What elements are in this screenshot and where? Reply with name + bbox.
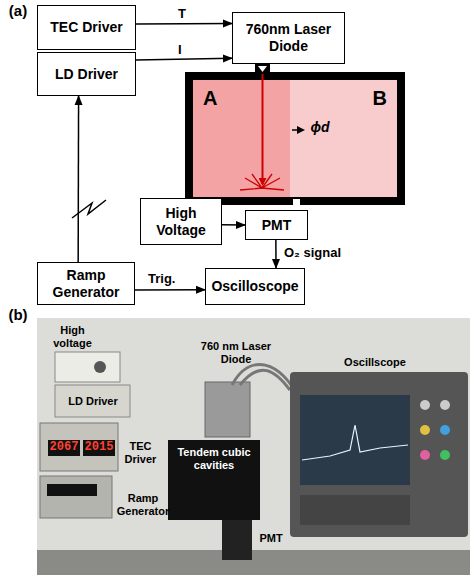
- pmt-aperture: [293, 199, 300, 207]
- signal-arrow: [222, 224, 245, 226]
- laser-emitter: [258, 66, 267, 72]
- oscilloscope-screen: [300, 395, 410, 485]
- knob: [440, 450, 450, 460]
- edge-label: O₂ signal: [284, 245, 341, 260]
- cavity-frame: [185, 72, 405, 205]
- node-text: 760nm Laser Diode: [233, 21, 344, 55]
- knob: [420, 450, 430, 460]
- node-text: LD Driver: [55, 66, 118, 83]
- ramp-generator-unit: [40, 476, 112, 518]
- laser-mount: [255, 64, 270, 73]
- node-text: Oscilloscope: [211, 278, 298, 295]
- display: [47, 484, 97, 496]
- knob: [440, 400, 450, 410]
- panel-label: (b): [3, 306, 33, 323]
- node-text: High Voltage: [141, 205, 221, 239]
- photo-label: LD Driver: [58, 395, 128, 408]
- knob: [420, 425, 430, 435]
- table-surface: [37, 550, 470, 575]
- signal-arrow: [135, 289, 205, 291]
- knob: [94, 361, 106, 373]
- signal-arrow: [275, 240, 277, 268]
- display: [48, 440, 80, 456]
- knob: [440, 425, 450, 435]
- signal-arrow: [77, 96, 79, 262]
- display: [83, 440, 115, 456]
- pmt-cylinder: [222, 520, 252, 560]
- photo-background: [37, 318, 470, 575]
- supply-box: High Voltage: [140, 198, 222, 245]
- display-reading: 2067: [48, 441, 80, 455]
- photo-label: 760 nm Laser Diode: [200, 340, 272, 365]
- display-reading: 2015: [83, 441, 115, 455]
- dimension-label: ϕd: [305, 119, 335, 135]
- cavity-cube: [168, 440, 260, 520]
- photo-label: High voltage: [45, 324, 100, 349]
- node-text: PMT: [262, 217, 292, 234]
- tec-driver-unit: [40, 423, 118, 471]
- laser-mount-photo: [205, 382, 250, 437]
- edge-label: I: [178, 42, 182, 57]
- photo-label: Oscillscope: [330, 356, 420, 369]
- scope-trace: [302, 425, 408, 460]
- node-text: Ramp Generator: [38, 267, 134, 301]
- node-text: A: [203, 86, 217, 110]
- cavity-chamber: B: [290, 80, 397, 197]
- ramp-symbol: [72, 200, 106, 218]
- cavity-chamber: A: [193, 80, 290, 197]
- driver-box: LD Driver: [37, 52, 136, 96]
- node-text: TEC Driver: [50, 19, 122, 36]
- ld-driver-unit: [55, 385, 130, 417]
- photo-label: Tendem cubic cavities: [172, 446, 256, 471]
- signal-arrow: [136, 58, 232, 60]
- signal-arrow: [136, 23, 232, 25]
- photo-label: TEC Driver: [118, 440, 163, 465]
- panel-label: (a): [3, 2, 33, 19]
- knob: [420, 400, 430, 410]
- cable: [232, 364, 300, 400]
- driver-box: TEC Driver: [37, 5, 136, 50]
- detector-box: PMT: [245, 210, 308, 240]
- edge-label: Trig.: [148, 271, 175, 286]
- photo-label: Ramp Generator: [112, 492, 174, 517]
- instrument-box: Oscilloscope: [205, 268, 305, 305]
- oscilloscope-body: [290, 372, 468, 537]
- scope-panel: [300, 495, 410, 525]
- laser-box: 760nm Laser Diode: [232, 12, 345, 64]
- node-text: B: [373, 86, 387, 110]
- photo-label: PMT: [256, 532, 286, 545]
- generator-box: Ramp Generator: [37, 262, 135, 305]
- high-voltage-unit: [55, 352, 120, 382]
- edge-label: T: [178, 6, 186, 21]
